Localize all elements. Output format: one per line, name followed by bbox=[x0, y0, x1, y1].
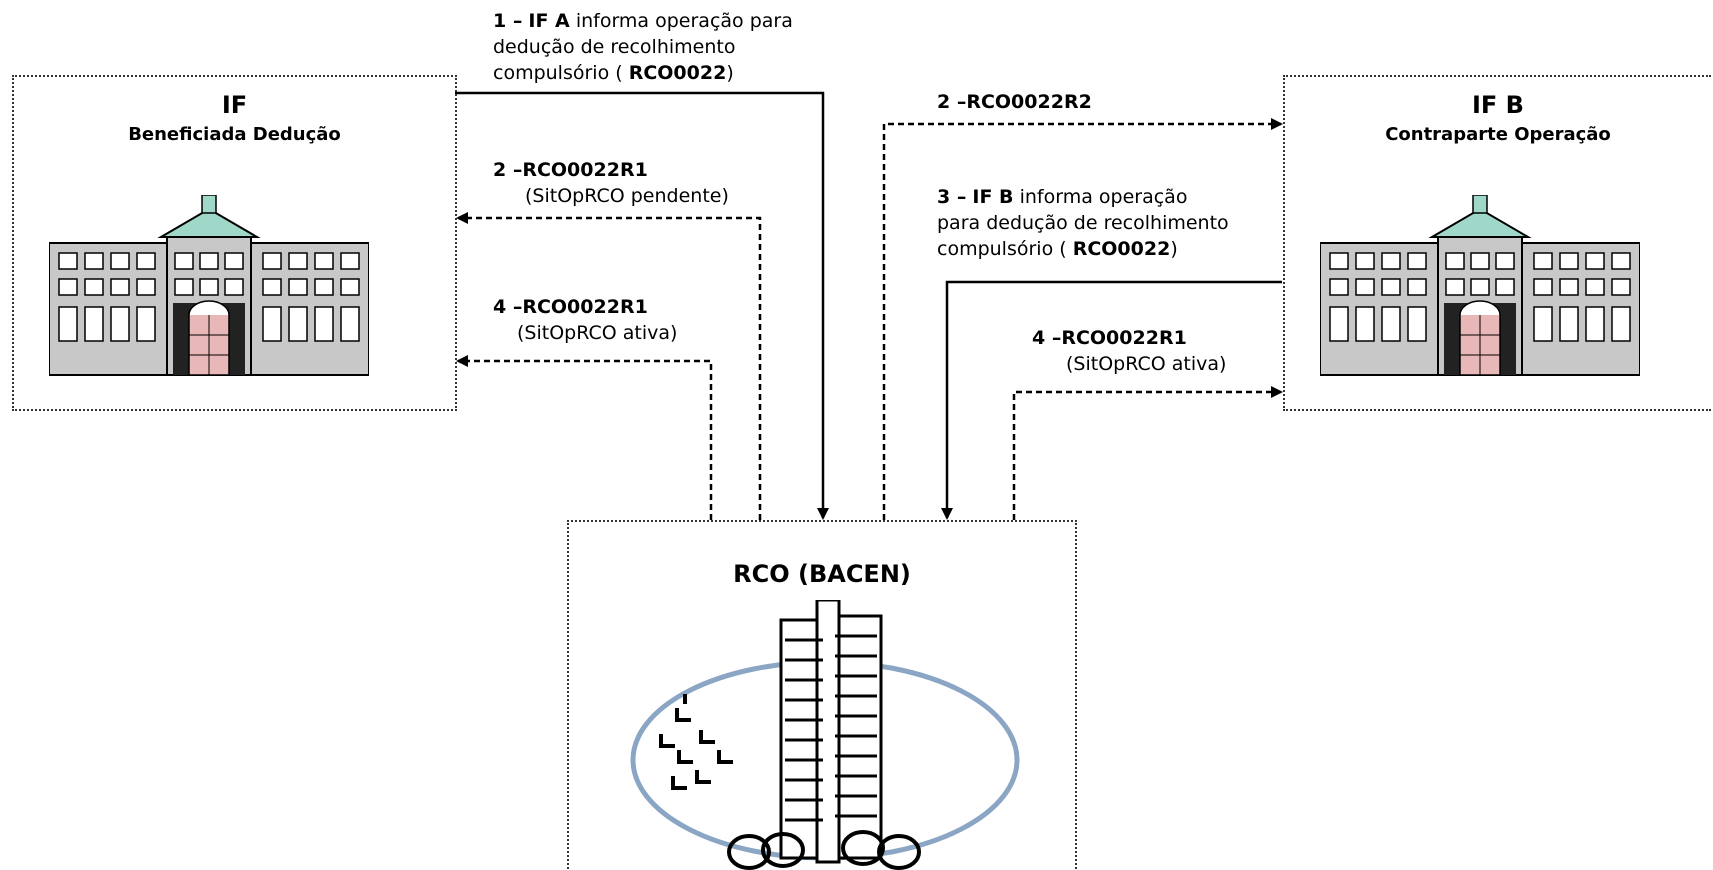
node-if-a-title: IF bbox=[14, 91, 455, 119]
label-step4-r1-right: 4 –RCO0022R1 (SitOpRCO ativa) bbox=[1032, 325, 1226, 377]
label-step3: 3 – IF B informa operação para dedução d… bbox=[937, 184, 1229, 262]
label-step4-left-detail: (SitOpRCO ativa) bbox=[493, 320, 677, 346]
label-step1-line2: dedução de recolhimento bbox=[493, 34, 793, 60]
label-step3-text: informa operação bbox=[1020, 186, 1188, 208]
label-step3-close: ) bbox=[1170, 238, 1177, 260]
label-step4-right-detail: (SitOpRCO ativa) bbox=[1032, 351, 1226, 377]
label-step3-number: 3 – bbox=[937, 186, 966, 208]
label-step3-code: RCO0022 bbox=[1073, 238, 1171, 260]
arrow-step4-rco-to-ifb bbox=[1014, 392, 1281, 520]
node-if-b-subtitle: Contraparte Operação bbox=[1285, 124, 1711, 145]
label-step1-line3: compulsório ( bbox=[493, 62, 623, 84]
label-step4-r1-left: 4 –RCO0022R1 (SitOpRCO ativa) bbox=[493, 294, 677, 346]
label-step2-r2: 2 –RCO0022R2 bbox=[937, 89, 1092, 115]
arrow-step2-rco-to-ifa bbox=[458, 218, 760, 520]
node-rco-title: RCO (BACEN) bbox=[569, 560, 1075, 588]
label-step1: 1 – IF A informa operação para dedução d… bbox=[493, 8, 793, 86]
label-step2-r1-detail: (SitOpRCO pendente) bbox=[493, 183, 729, 209]
arrow-step3-ifb-to-rco bbox=[947, 282, 1282, 518]
label-step1-actor: IF A bbox=[528, 10, 569, 32]
label-step1-text: informa operação para bbox=[576, 10, 793, 32]
label-step2-r1: 2 –RCO0022R1 (SitOpRCO pendente) bbox=[493, 157, 729, 209]
node-if-a: IF Beneficiada Dedução bbox=[12, 75, 457, 411]
bacen-tower-icon bbox=[569, 600, 1079, 870]
label-step1-close: ) bbox=[726, 62, 733, 84]
label-step2-r1-code: 2 –RCO0022R1 bbox=[493, 159, 648, 181]
node-if-b-title: IF B bbox=[1285, 91, 1711, 119]
label-step4-right-code: 4 –RCO0022R1 bbox=[1032, 327, 1187, 349]
label-step2-r2-code: 2 –RCO0022R2 bbox=[937, 91, 1092, 113]
node-rco-bacen: RCO (BACEN) bbox=[567, 520, 1077, 869]
arrow-step4-rco-to-ifa bbox=[458, 361, 711, 520]
node-if-b: IF B Contraparte Operação bbox=[1283, 75, 1711, 411]
building-icon bbox=[49, 195, 369, 380]
building-icon bbox=[1320, 195, 1640, 380]
label-step1-code: RCO0022 bbox=[629, 62, 727, 84]
label-step3-actor: IF B bbox=[972, 186, 1013, 208]
node-if-a-subtitle: Beneficiada Dedução bbox=[14, 124, 455, 145]
label-step3-line2: para dedução de recolhimento bbox=[937, 210, 1229, 236]
label-step3-line3: compulsório ( bbox=[937, 238, 1067, 260]
label-step4-left-code: 4 –RCO0022R1 bbox=[493, 296, 648, 318]
label-step1-number: 1 – bbox=[493, 10, 522, 32]
